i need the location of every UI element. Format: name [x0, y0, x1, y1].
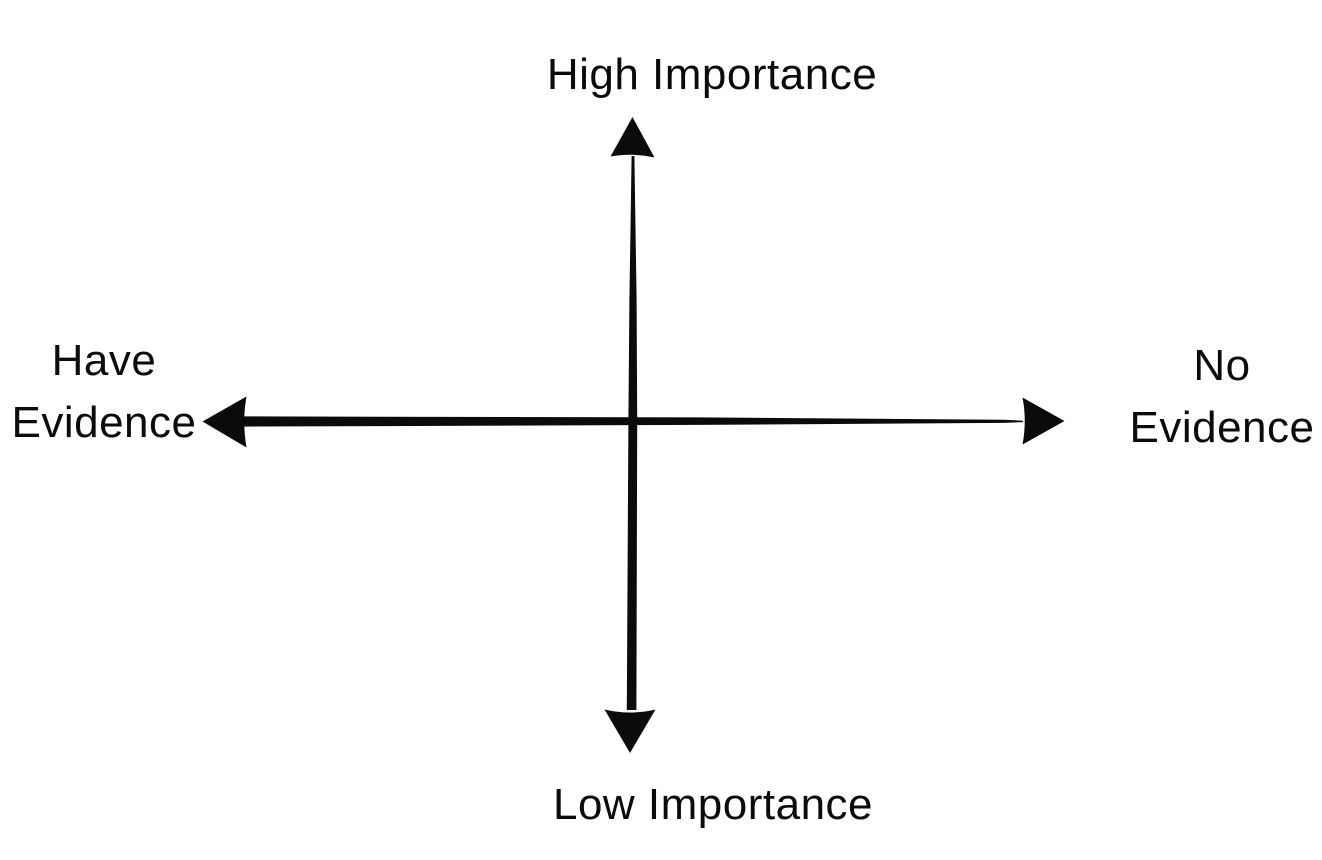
arrowhead-up: [610, 117, 655, 158]
label-no-evidence: No Evidence: [1129, 335, 1314, 459]
arrowhead-down: [604, 709, 656, 753]
label-no-evidence-line2: Evidence: [1129, 403, 1315, 452]
vertical-axis-line: [626, 156, 638, 710]
horizontal-axis-line: [243, 416, 1023, 427]
label-no-evidence-line1: No: [1193, 341, 1251, 390]
label-have-evidence-line2: Evidence: [11, 398, 197, 447]
label-have-evidence: Have Evidence: [11, 330, 196, 454]
label-low-importance: Low Importance: [552, 780, 874, 829]
label-high-importance: High Importance: [546, 50, 878, 99]
label-have-evidence-line1: Have: [51, 336, 157, 385]
arrowhead-right: [1022, 397, 1065, 445]
arrowhead-left: [202, 396, 247, 448]
